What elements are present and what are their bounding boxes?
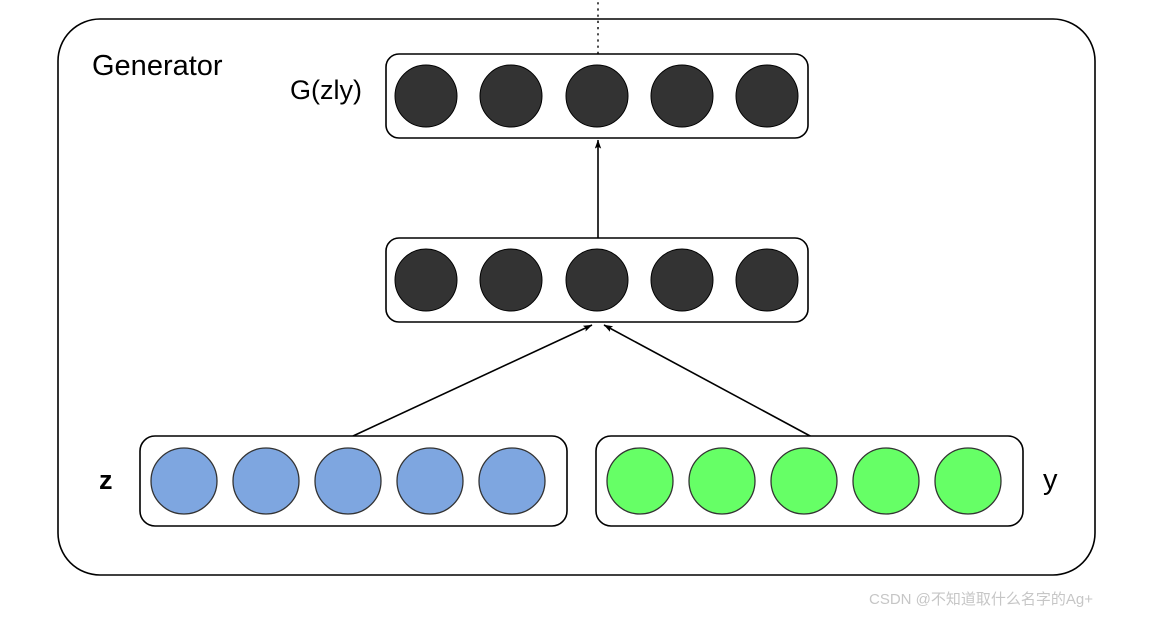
noise-input-label: z	[99, 465, 113, 495]
output-node	[735, 64, 799, 128]
noise-node	[150, 447, 218, 515]
condition-to-hidden-arrow	[603, 324, 813, 438]
hidden-node	[394, 248, 458, 312]
output-node	[650, 64, 714, 128]
hidden-node	[565, 248, 629, 312]
csdn-watermark: CSDN @不知道取什么名字的Ag+	[869, 591, 1094, 608]
hidden-node	[650, 248, 714, 312]
noise-node	[478, 447, 546, 515]
hidden-node	[479, 248, 543, 312]
noise-node	[396, 447, 464, 515]
output-layer-label: G(zly)	[290, 75, 362, 105]
condition-node	[934, 447, 1002, 515]
noise-to-hidden-arrow	[352, 324, 593, 437]
output-node	[479, 64, 543, 128]
condition-node	[688, 447, 756, 515]
condition-node	[852, 447, 920, 515]
condition-node	[606, 447, 674, 515]
noise-node	[314, 447, 382, 515]
generator-label: Generator	[92, 50, 223, 82]
condition-node	[770, 447, 838, 515]
output-node	[565, 64, 629, 128]
condition-input-label: y	[1043, 464, 1058, 496]
noise-node	[232, 447, 300, 515]
output-node	[394, 64, 458, 128]
hidden-node	[735, 248, 799, 312]
